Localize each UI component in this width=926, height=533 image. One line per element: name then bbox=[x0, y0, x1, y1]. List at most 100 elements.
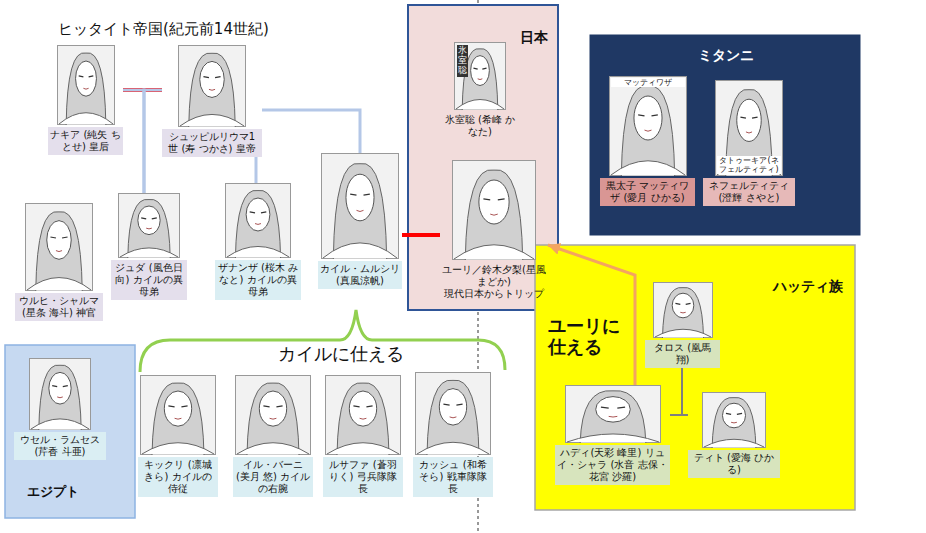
region-name: エジプト bbox=[27, 483, 79, 501]
portrait-sketch bbox=[225, 183, 291, 258]
character-label: カイル・ムルシリ (真風涼帆) bbox=[320, 263, 400, 287]
portrait bbox=[235, 375, 311, 455]
character-label: イル・バーニ (美月 悠) カイルの右腕 bbox=[235, 459, 311, 495]
relation-line bbox=[670, 368, 682, 415]
portrait-sketch bbox=[609, 76, 687, 176]
region-box: エジプト ウセル・ラムセス (芹香 斗亜) bbox=[5, 345, 135, 518]
portrait-sketch bbox=[415, 372, 491, 455]
portrait-sketch bbox=[178, 45, 246, 127]
character-card: ジュダ (風色日向) カイルの異母弟 bbox=[111, 193, 187, 300]
character-label: ジュダ (風色日向) カイルの異母弟 bbox=[113, 262, 185, 298]
label-box: キックリ (凛城 きら) カイルの侍従 bbox=[138, 457, 218, 497]
character-label: ルサファ (蒼羽 りく) 弓兵隊隊長 bbox=[325, 459, 401, 495]
region-name: ハッティ族 bbox=[773, 278, 843, 296]
portrait bbox=[29, 358, 91, 430]
character-card: キックリ (凛城 きら) カイルの侍従 bbox=[138, 375, 218, 497]
character-label: カッシュ (和希 そら) 戦車隊隊長 bbox=[415, 459, 491, 495]
portrait bbox=[140, 375, 216, 455]
character-label: ユーリ／鈴木夕梨(星風 まどか) bbox=[442, 264, 546, 288]
character-label: ウセル・ラムセス (芹香 斗亜) bbox=[16, 434, 104, 458]
character-label: シュッピルリウマ1世 (寿 つかさ) 皇帝 bbox=[164, 131, 260, 155]
diagram-title: ヒッタイト帝国(紀元前14世紀) bbox=[58, 20, 269, 39]
portrait bbox=[653, 282, 713, 338]
label-box: ユーリ／鈴木夕梨(星風 まどか)現代日本からトリップ bbox=[440, 262, 548, 302]
character-label: ザナンザ (桜木 みなと) カイルの異母弟 bbox=[217, 262, 299, 298]
portrait bbox=[178, 45, 246, 127]
label-box: カッシュ (和希 そら) 戦車隊隊長 bbox=[413, 457, 493, 497]
portrait bbox=[325, 375, 401, 455]
character-label: キックリ (凛城 きら) カイルの侍従 bbox=[140, 459, 216, 495]
portrait-sketch bbox=[452, 160, 536, 260]
portrait: 氷室聡 bbox=[454, 42, 506, 110]
character-card: 氷室聡氷室聡 (希峰 かなた) bbox=[440, 42, 520, 140]
region-box: 日本氷室聡氷室聡 (希峰 かなた) ユーリ／鈴木夕梨(星風 まどか)現代日本からト… bbox=[408, 5, 558, 310]
portrait-sketch bbox=[29, 358, 91, 430]
character-card: ウセル・ラムセス (芹香 斗亜) bbox=[14, 358, 106, 460]
portrait-sketch bbox=[235, 375, 311, 455]
portrait bbox=[57, 45, 115, 125]
character-card: タロス (凰馬 翔) bbox=[645, 282, 720, 368]
annotation-label: ユーリに 仕える bbox=[548, 316, 626, 357]
label-box: ウルヒ・シャルマ (星条 海斗) 神官 bbox=[15, 293, 103, 321]
portrait-sketch bbox=[653, 282, 713, 338]
character-card: ユーリ／鈴木夕梨(星風 まどか)現代日本からトリップ bbox=[440, 160, 548, 302]
region-box: ハッティ族タロス (凰馬 翔) ハディ(天彩 峰里) リュイ・シャラ (水音 志保… bbox=[535, 245, 855, 510]
region-fill bbox=[408, 5, 558, 310]
region-fill bbox=[535, 245, 855, 510]
label-box: タロス (凰馬 翔) bbox=[645, 340, 720, 368]
character-card: カッシュ (和希 そら) 戦車隊隊長 bbox=[413, 372, 493, 497]
relation-line bbox=[548, 245, 635, 385]
character-label: 現代日本からトリップ bbox=[442, 288, 546, 300]
character-card: ナキア (純矢 ちとせ) 皇后 bbox=[48, 45, 123, 155]
character-card: ハディ(天彩 峰里) リュイ・シャラ (水音 志保・花宮 沙羅) bbox=[555, 385, 670, 485]
relation-line bbox=[402, 233, 440, 237]
portrait bbox=[415, 372, 491, 455]
region-fills bbox=[5, 5, 860, 518]
region-name: 日本 bbox=[520, 29, 548, 47]
label-box: イル・バーニ (美月 悠) カイルの右腕 bbox=[233, 457, 313, 497]
label-box: ザナンザ (桜木 みなと) カイルの異母弟 bbox=[215, 260, 301, 300]
label-box: ウセル・ラムセス (芹香 斗亜) bbox=[14, 432, 106, 460]
character-label: ウルヒ・シャルマ (星条 海斗) 神官 bbox=[17, 295, 101, 319]
relation-line bbox=[262, 110, 360, 153]
portrait bbox=[702, 392, 766, 448]
character-label: ナキア (純矢 ちとせ) 皇后 bbox=[50, 129, 121, 153]
label-box: ナキア (純矢 ちとせ) 皇后 bbox=[48, 127, 123, 155]
label-box: カイル・ムルシリ (真風涼帆) bbox=[318, 261, 402, 289]
portrait bbox=[452, 160, 536, 260]
region-name: ミタンニ bbox=[698, 47, 754, 65]
relation-line bbox=[144, 90, 162, 193]
region-fill bbox=[5, 345, 135, 518]
label-box: ネフェルティティ (澄輝 さやと) bbox=[703, 178, 795, 206]
character-card: ティト (愛海 ひかる) bbox=[688, 392, 780, 478]
region-box: ミタンニマッティワザ黒太子 マッティワザ (愛月 ひかる) タトゥーキア(ネフェル… bbox=[590, 35, 860, 235]
portrait-sketch bbox=[118, 193, 180, 258]
portrait-sketch bbox=[325, 375, 401, 455]
label-box: ハディ(天彩 峰里) リュイ・シャラ (水音 志保・花宮 沙羅) bbox=[555, 445, 670, 485]
portrait-caption: タトゥーキア(ネフェルティティ) bbox=[717, 156, 781, 174]
label-box: シュッピルリウマ1世 (寿 つかさ) 皇帝 bbox=[162, 129, 262, 157]
label-box: 黒太子 マッティワザ (愛月 ひかる) bbox=[600, 178, 695, 206]
portrait bbox=[565, 385, 661, 443]
character-card: ザナンザ (桜木 みなと) カイルの異母弟 bbox=[215, 183, 301, 300]
character-card: イル・バーニ (美月 悠) カイルの右腕 bbox=[233, 375, 313, 497]
label-box: ルサファ (蒼羽 りく) 弓兵隊隊長 bbox=[323, 457, 403, 497]
relation-line bbox=[255, 157, 258, 183]
portrait: マッティワザ bbox=[609, 76, 687, 176]
portrait bbox=[225, 183, 291, 258]
character-label: 黒太子 マッティワザ (愛月 ひかる) bbox=[602, 180, 693, 204]
relation-line bbox=[123, 90, 144, 193]
group-bracket bbox=[140, 310, 505, 372]
portrait-sketch bbox=[321, 153, 399, 259]
character-card: シュッピルリウマ1世 (寿 つかさ) 皇帝 bbox=[162, 45, 262, 157]
character-label: 氷室聡 (希峰 かなた) bbox=[442, 114, 518, 138]
character-card: カイル・ムルシリ (真風涼帆) bbox=[318, 153, 402, 289]
annotation-label: カイルに仕える bbox=[278, 344, 404, 365]
portrait-sketch bbox=[702, 392, 766, 448]
relation-line bbox=[682, 368, 688, 415]
label-box: 氷室聡 (希峰 かなた) bbox=[440, 112, 520, 140]
portrait-caption: 氷室聡 bbox=[457, 45, 468, 77]
label-box: ティト (愛海 ひかる) bbox=[688, 450, 780, 478]
region-fill bbox=[590, 35, 860, 235]
